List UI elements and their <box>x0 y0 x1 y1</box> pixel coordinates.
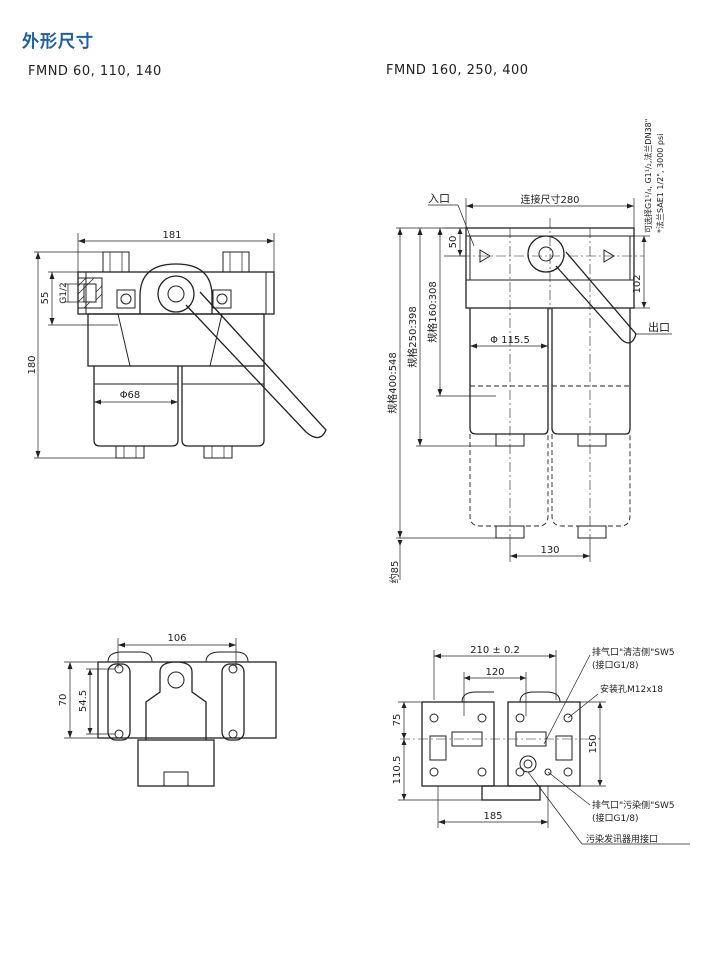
dim-150: 150 <box>588 734 599 753</box>
callout-vent-dirty: 排气口"污染侧"SW5 <box>592 799 675 811</box>
dim-54-5: 54.5 <box>78 690 89 712</box>
dim-75: 75 <box>392 714 403 727</box>
left-front-view: 181 55 G1/2 <box>27 230 327 459</box>
dim-spec-250: 规格250:398 <box>406 306 419 368</box>
model-label-left: FMND 60, 110, 140 <box>28 64 162 79</box>
dim-120: 120 <box>485 667 504 678</box>
dim-185: 185 <box>483 811 502 822</box>
dim-phi68: Φ68 <box>120 390 141 401</box>
dim-phi115: Φ 115.5 <box>490 335 530 346</box>
dim-spec-400: 规格400:548 <box>386 352 399 414</box>
dim-210: 210 ± 0.2 <box>470 645 520 656</box>
callout-vent-clean: 排气口"清洁侧"SW5 <box>592 646 675 658</box>
callout-vent-dirty-sub: (接口G1/8) <box>592 812 638 824</box>
callout-mount-hole: 安装孔M12x18 <box>600 683 663 695</box>
model-label-right: FMND 160, 250, 400 <box>386 63 529 78</box>
dim-130: 130 <box>540 545 559 556</box>
callout-indicator-port: 污染发讯器用接口 <box>586 833 658 845</box>
dim-106: 106 <box>167 633 186 644</box>
dim-approx-85: 约85 <box>388 561 401 584</box>
dim-spec-160: 规格160:308 <box>426 281 439 343</box>
inlet-label: 入口 <box>428 192 450 205</box>
right-bottom-view: 210 ± 0.2 120 75 110.5 <box>392 645 690 845</box>
outlet-label: 出口 <box>648 320 670 334</box>
section-title: 外形尺寸 <box>22 32 94 52</box>
note-options: 可选择G1¹/₄, G1¹/₂,法兰DN38" <box>643 119 653 233</box>
dim-55: 55 <box>40 292 51 305</box>
dim-102: 102 <box>632 274 643 293</box>
dim-g12: G1/2 <box>59 282 69 303</box>
right-front-view: 可选择G1¹/₄, G1¹/₂,法兰DN38" *法兰SAE1 1/2", 30… <box>386 119 672 584</box>
note-flange: *法兰SAE1 1/2", 3000 psi <box>655 134 665 233</box>
dim-50: 50 <box>448 236 459 249</box>
dim-conn-280: 连接尺寸280 <box>520 193 579 206</box>
dim-181: 181 <box>162 230 181 241</box>
dim-110-5: 110.5 <box>392 756 403 785</box>
dim-180: 180 <box>27 355 38 374</box>
left-bottom-view: 106 70 54.5 <box>58 633 277 787</box>
callout-vent-clean-sub: (接口G1/8) <box>592 659 638 671</box>
dim-70: 70 <box>58 694 69 707</box>
